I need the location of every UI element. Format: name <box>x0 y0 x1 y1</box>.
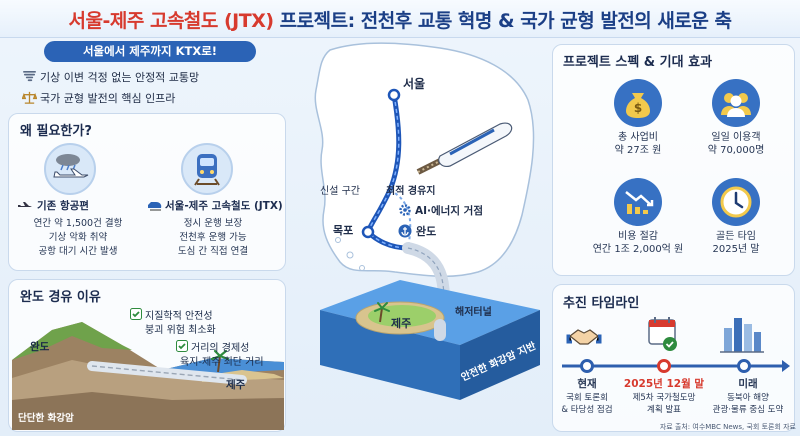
city-skyline-icon <box>720 318 764 353</box>
wando-section-label: 완도 <box>30 341 50 353</box>
korea-map <box>314 42 540 400</box>
check-icon-2 <box>176 340 188 352</box>
source-note: 자료 출처: 여수MBC News, 국회 토론회 자료 <box>659 423 796 431</box>
spec-circle-budget: $ <box>614 79 662 127</box>
money-bag-icon: $ <box>626 93 650 118</box>
map-wando-label: 완도 <box>416 225 437 238</box>
title-main: 서울-제주 고속철도 (JTX) <box>68 10 280 32</box>
timeline-stage-1-line-2: & 타당성 점검 <box>561 405 613 415</box>
spec-savings-value: 연간 1조 2,000억 원 <box>592 244 684 255</box>
train-circle <box>181 143 233 195</box>
timeline-stage-3-line-2: 관광·물류 중심 도약 <box>712 405 784 415</box>
specs-title: 프로젝트 스펙 & 기대 효과 <box>563 55 713 70</box>
scale-icon <box>22 91 37 104</box>
intro-pill: 서울에서 제주까지 KTX로! <box>44 41 256 62</box>
wando-note-2a: 거리의 경제성 <box>191 343 250 354</box>
spec-circle-users <box>712 79 760 127</box>
spec-budget-value: 약 27조 원 <box>614 145 662 156</box>
why-right-line-2: 전천후 운행 가능 <box>179 232 247 243</box>
spec-golden-label: 골든 타임 <box>716 231 756 242</box>
intro-line-1: 기상 이변 걱정 없는 안정적 교통망 <box>40 71 200 84</box>
timeline-dot-future <box>737 359 751 373</box>
why-title: 왜 필요한가? <box>20 124 92 139</box>
specs-panel <box>552 44 795 276</box>
timeline-stage-3-line-1: 동북아 해양 <box>727 393 769 403</box>
spec-users-value: 약 70,000명 <box>707 145 765 156</box>
timeline-stage-2-title: 2025년 12월 말 <box>623 378 705 390</box>
calendar-check-icon <box>648 317 677 351</box>
map-mokpo-label: 목포 <box>333 224 354 237</box>
map-ai-hub-label: AI·에너지 거점 <box>415 205 483 217</box>
storm-icon <box>23 70 36 82</box>
people-icon <box>721 93 751 117</box>
why-left-line-2: 기상 악화 취약 <box>48 232 108 243</box>
anchor-icon <box>398 224 412 238</box>
why-left-heading: 기존 항공편 <box>37 200 89 212</box>
spec-circle-golden <box>712 178 760 226</box>
map-jeju-label: 제주 <box>391 317 412 330</box>
why-right-heading: 서울-제주 고속철도 (JTX) <box>165 200 283 212</box>
wando-title: 완도 경유 이유 <box>20 290 101 305</box>
timeline-dot-present <box>580 359 594 373</box>
wando-note-1a: 지질학적 안전성 <box>145 311 213 322</box>
title-rest: 프로젝트: 전천후 교통 혁명 & 국가 균형 발전의 새로운 축 <box>279 10 732 32</box>
spec-circle-savings <box>614 178 662 226</box>
train-front-icon <box>194 154 220 186</box>
granite-label: 단단한 화강암 <box>18 413 74 424</box>
map-new-section-label: 신설 구간 <box>320 186 360 197</box>
timeline-stage-1-line-1: 국회 토론회 <box>566 393 608 403</box>
why-right-line-1: 정시 운행 보장 <box>183 218 243 229</box>
map-tunnel-label: 해저터널 <box>455 307 492 318</box>
handshake-icon <box>566 329 602 345</box>
spec-golden-value: 2025년 말 <box>712 244 760 255</box>
gear-icon <box>399 204 411 216</box>
why-right-line-3: 도심 간 직접 연결 <box>177 246 249 257</box>
train-small-icon <box>148 202 162 211</box>
timeline-stage-3-title: 미래 <box>738 378 758 390</box>
check-icon-1 <box>130 308 142 320</box>
header-bar <box>0 0 800 38</box>
map-seoul-label: 서울 <box>403 77 426 91</box>
spec-savings-label: 비용 절감 <box>618 231 658 242</box>
clock-icon <box>720 186 752 218</box>
plane-small-icon <box>18 202 32 207</box>
spec-users-label: 일일 이용객 <box>711 132 761 143</box>
timeline-stage-1-title: 현재 <box>577 378 597 390</box>
map-optimal-stop-label: 최적 경유지 <box>386 186 436 197</box>
wando-cross-section <box>12 322 284 430</box>
timeline-stage-2-line-2: 계획 발표 <box>647 405 681 415</box>
svg-text:$: $ <box>634 101 642 115</box>
timeline-panel <box>552 284 795 432</box>
spec-budget-label: 총 사업비 <box>618 132 658 143</box>
intro-line-2: 국가 균형 발전의 핵심 인프라 <box>40 92 176 105</box>
why-left-line-3: 공항 대기 시간 발생 <box>38 246 118 257</box>
airplane-storm-icon <box>53 154 89 178</box>
timeline-title: 추진 타임라인 <box>563 296 640 311</box>
airplane-circle <box>44 143 96 195</box>
wando-note-1b: 붕괴 위험 최소화 <box>145 325 216 336</box>
why-left-line-1: 연간 약 1,500건 결항 <box>33 218 123 229</box>
chart-down-icon <box>625 191 654 214</box>
timeline-dot-2025 <box>657 359 671 373</box>
why-panel <box>8 113 286 271</box>
timeline-stage-2-line-1: 제5차 국가철도망 <box>632 393 696 403</box>
page-title: 서울-제주 고속철도 (JTX) 프로젝트: 전천후 교통 혁명 & 국가 균형… <box>0 6 800 33</box>
wando-note-2b: 육지-제주 최단 거리 <box>180 357 264 368</box>
wando-jeju-label: 제주 <box>226 379 246 391</box>
